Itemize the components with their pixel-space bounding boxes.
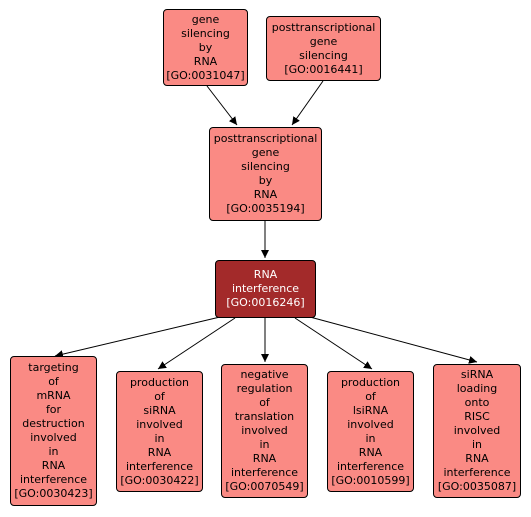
go-node-label: production of siRNA involved in RNA inte… <box>120 375 199 487</box>
go-node-label: siRNA loading onto RISC involved in RNA … <box>437 368 517 493</box>
go-node-0016441[interactable]: posttranscriptional gene silencing [GO:0… <box>266 16 381 81</box>
edge-16246-to-30422 <box>157 317 236 370</box>
go-node-0070549[interactable]: negative regulation of translation invol… <box>221 364 308 498</box>
edge-16441-to-35194 <box>291 80 324 126</box>
go-node-0035194[interactable]: posttranscriptional gene silencing by RN… <box>209 127 322 221</box>
go-node-label: RNA interference [GO:0016246] <box>226 268 305 309</box>
edge-16246-to-10599 <box>294 317 373 370</box>
go-node-0035087[interactable]: siRNA loading onto RISC involved in RNA … <box>433 364 521 498</box>
go-node-0010599[interactable]: production of lsiRNA involved in RNA int… <box>327 371 414 492</box>
go-node-label: posttranscriptional gene silencing [GO:0… <box>271 20 376 76</box>
go-node-label: negative regulation of translation invol… <box>225 368 304 493</box>
go-node-label: production of lsiRNA involved in RNA int… <box>331 375 410 487</box>
go-node-label: gene silencing by RNA [GO:0031047] <box>166 12 245 82</box>
go-node-label: targeting of mRNA for destruction involv… <box>14 361 93 500</box>
edge-31047-to-35194 <box>206 85 238 126</box>
edge-16246-to-35087 <box>309 316 478 364</box>
edge-16246-to-30423 <box>54 316 221 359</box>
go-node-label: posttranscriptional gene silencing by RN… <box>213 132 318 215</box>
go-node-0030423[interactable]: targeting of mRNA for destruction involv… <box>10 356 97 506</box>
go-node-0031047[interactable]: gene silencing by RNA [GO:0031047] <box>163 9 248 86</box>
go-node-0030422[interactable]: production of siRNA involved in RNA inte… <box>116 371 203 492</box>
go-node-0016246-focus[interactable]: RNA interference [GO:0016246] <box>215 260 316 318</box>
